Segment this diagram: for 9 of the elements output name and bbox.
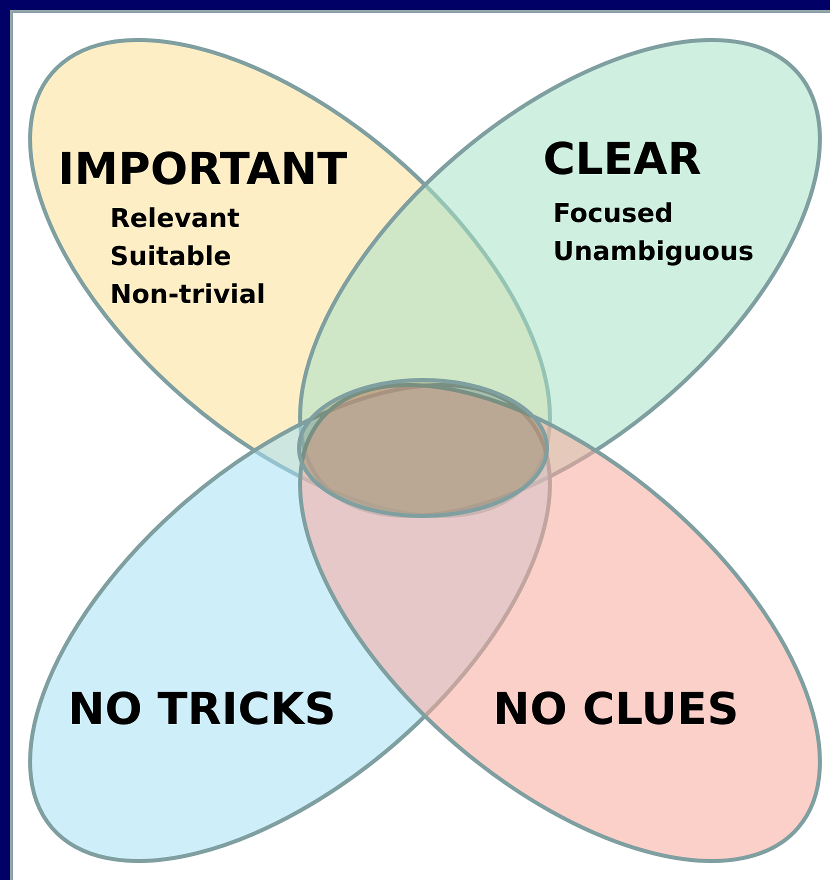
ellipse-title: CLEAR	[543, 136, 702, 184]
ellipse-item: Relevant	[110, 203, 240, 235]
ellipse-title: NO TRICKS	[68, 686, 336, 734]
ellipse-item: Focused	[553, 198, 674, 230]
ellipse-item: Non-trivial	[110, 279, 266, 311]
ellipse-item: Unambiguous	[553, 236, 754, 268]
ellipse-item: Suitable	[110, 241, 232, 273]
ellipse-title: NO CLUES	[493, 686, 739, 734]
ellipse-title: IMPORTANT	[58, 146, 348, 194]
